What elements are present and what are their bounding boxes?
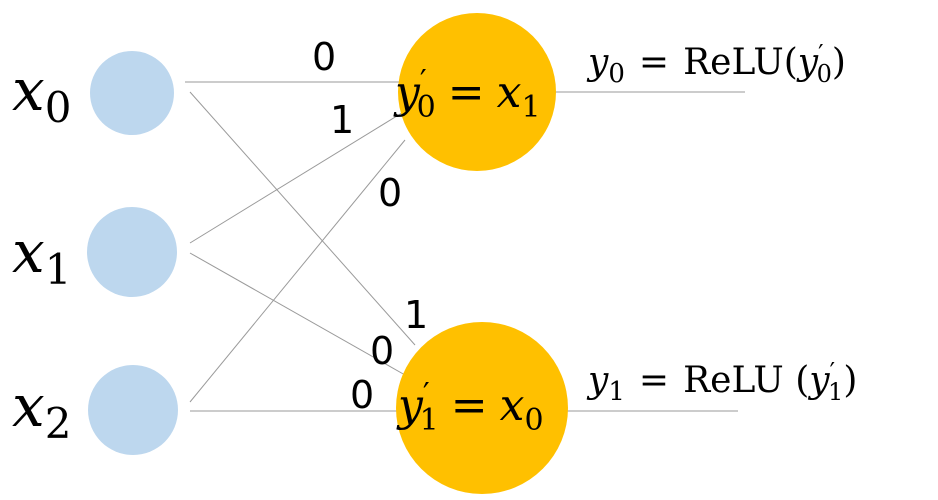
weight-x1-y0: 1 xyxy=(330,98,354,142)
edge-weights: 0 1 0 1 0 0 xyxy=(312,35,428,417)
weight-x2-y0: 0 xyxy=(378,171,402,215)
weight-x2-y1: 0 xyxy=(350,373,374,417)
edge-x1-y0 xyxy=(189,110,406,244)
input-labels: x0 x1 x2 xyxy=(12,56,71,448)
edge-x2-y0 xyxy=(189,139,406,403)
input-nodes xyxy=(87,51,178,455)
edge-x0-y1 xyxy=(189,91,416,346)
activation-equation-y1: y1=ReLU (y′1) xyxy=(586,358,857,407)
output-node-y0 xyxy=(398,13,556,171)
input-label-x1: x1 xyxy=(12,218,71,294)
activation-equation-y0: y0=ReLU(y′0) xyxy=(586,40,846,89)
output-equation-y0: y′0=x1 xyxy=(393,64,541,125)
input-label-x0: x0 xyxy=(12,56,71,132)
input-label-x2: x2 xyxy=(12,372,71,448)
input-node-x2 xyxy=(88,365,178,455)
weight-x1-y1: 0 xyxy=(370,329,394,373)
weight-x0-y0: 0 xyxy=(312,35,336,79)
edge-x1-y1 xyxy=(189,252,406,376)
output-nodes xyxy=(396,13,568,494)
output-equation-y1: y′1=x0 xyxy=(396,377,544,438)
weight-x0-y1: 1 xyxy=(404,293,428,337)
input-node-x1 xyxy=(87,207,177,297)
input-node-x0 xyxy=(90,51,174,135)
edges xyxy=(185,81,416,412)
output-node-y1 xyxy=(396,322,568,494)
